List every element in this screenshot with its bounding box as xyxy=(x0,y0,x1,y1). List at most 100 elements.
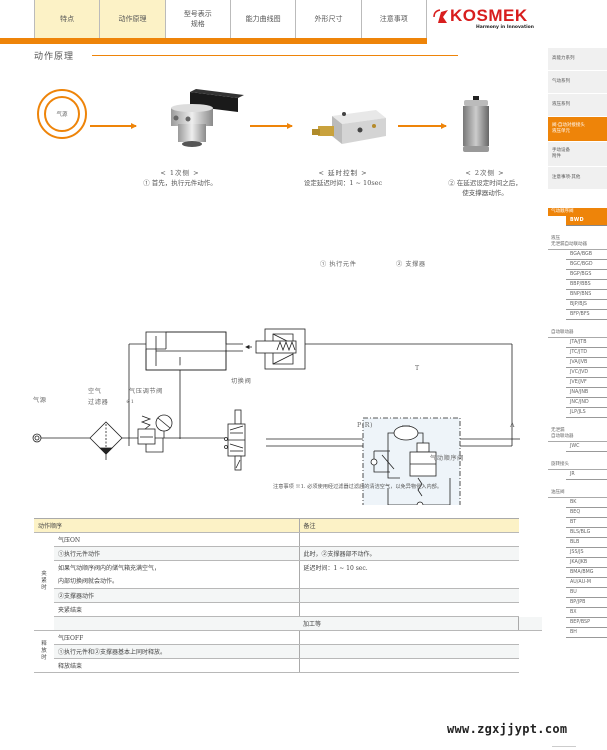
circuit-label-actuator: ① 执行元件 xyxy=(320,261,357,268)
sidebar-item-jka-jkb[interactable]: JKA/JKB xyxy=(566,558,607,568)
sidebar-item-jtc-jtd[interactable]: JTC/JTD xyxy=(566,348,607,358)
sidebar-group-label[interactable]: 旋转接头 xyxy=(548,462,607,470)
sidebar-category-hydraulic[interactable]: 液压系列 xyxy=(548,94,607,117)
sidebar-item-jta-jtb[interactable]: JTA/JTB xyxy=(566,338,607,348)
sidebar-item-jva-jvb[interactable]: JVA/JVB xyxy=(566,358,607,368)
logo-mark-icon xyxy=(433,9,448,23)
pneumatic-circuit-diagram: 气源 空气 过滤器 ※1 气压调节阀 切换阀 ① 执行元件 ② 支撑器 P(R)… xyxy=(30,240,550,522)
header-sequence: 动作顺序 xyxy=(34,518,299,533)
sidebar-item-bp-jpb[interactable]: BP/JPB xyxy=(566,598,607,608)
tab-model-spec[interactable]: 型号表示 规格 xyxy=(164,0,230,38)
switch-valve-symbol xyxy=(224,409,246,471)
caution-note: 注意事项 ※1. 必须使用经过滤器过滤后的清洁空气，以免异物侵入内部。 xyxy=(273,484,443,490)
sidebar-category-high-performance[interactable]: 高能力系列 xyxy=(548,48,607,71)
sidebar-item-bnp-bns[interactable]: BNP/BNS xyxy=(566,290,607,300)
cell-remark xyxy=(518,616,542,631)
sidebar-item-bu[interactable]: BU xyxy=(566,588,607,598)
sidebar-group-label[interactable]: 气动顺序阀 xyxy=(548,208,607,216)
table-row: 释 放 时 气压OFF xyxy=(34,630,542,673)
sidebar-item-bfp-bfs[interactable]: BFP/BFS xyxy=(566,310,607,320)
cell-remark xyxy=(298,658,519,673)
cell-remark: 此时，②支撑器部不动作。 xyxy=(298,546,519,561)
group-machining-label xyxy=(54,616,299,631)
support-product-image xyxy=(463,96,489,152)
sidebar-group-label[interactable]: 自动联动器 xyxy=(548,330,607,338)
circuit-label-tank: T xyxy=(415,365,420,372)
nav-accent-bar xyxy=(0,38,427,44)
sidebar-item-bjp-bjs[interactable]: BJP/BJS xyxy=(566,300,607,310)
tab-dimensions[interactable]: 外形尺寸 xyxy=(295,0,361,38)
sidebar-category-pneumatic[interactable]: 气动系列 xyxy=(548,71,607,94)
cell-remark xyxy=(298,644,519,659)
flow-arrow-3 xyxy=(398,123,447,128)
cell-action: 气压ON xyxy=(54,532,299,547)
circuit-label-regulator: 气压调节阀 xyxy=(129,388,163,395)
sidebar-group-label[interactable]: 液压 无泄漏自动联动器 xyxy=(548,236,607,250)
sidebar-category-cautions-other[interactable]: 注意事项·其他 xyxy=(548,167,607,190)
sidebar-item-bh[interactable]: BH xyxy=(566,628,607,638)
sidebar-item-jvc-jvd[interactable]: JVC/JVD xyxy=(566,368,607,378)
step-1-caption: < 1次侧 > ① 首先，执行元件动作。 xyxy=(120,168,240,188)
sidebar-item-jve-jvf[interactable]: JVE/JVF xyxy=(566,378,607,388)
action-sequence-table: 动作顺序 备注 夹 紧 时 气压ON ①执行元件动作 此时，②支撑器部不动作。 … xyxy=(34,518,542,673)
sidebar-group-label[interactable]: 无泄漏 自动联动器 xyxy=(548,428,607,442)
logo-tagline: Harmony in Innovation xyxy=(476,25,534,30)
cell-action: ①执行元件动作 xyxy=(54,546,299,561)
sidebar-item-bk[interactable]: BK xyxy=(566,498,607,508)
support-symbol xyxy=(245,328,306,370)
sidebar-item-bbp-bbs[interactable]: BBP/BBS xyxy=(566,280,607,290)
circuit-label-sequence-valve: 气动顺序阀 xyxy=(430,455,464,462)
circuit-label-port-a: A xyxy=(510,422,516,429)
actuator-cylinder-symbol xyxy=(145,331,243,371)
sidebar-group-label[interactable]: 油压阀 xyxy=(548,490,607,498)
sidebar-item-bga-bgb[interactable]: BGA/BGB xyxy=(566,250,607,260)
sidebar-item-jss-js[interactable]: JSS/JS xyxy=(566,548,607,558)
pressure-regulator-symbol xyxy=(137,414,173,453)
sequence-valve-symbol xyxy=(362,417,461,522)
tab-performance-curve[interactable]: 能力曲线图 xyxy=(229,0,296,38)
cell-action: 加工等 xyxy=(299,616,519,631)
step-3-text: ② 在延迟设定时间之后， 使支撑器动作。 xyxy=(448,179,522,197)
sidebar-item-bt[interactable]: BT xyxy=(566,518,607,528)
sidebar-item-bma-bmg[interactable]: BMA/BMG xyxy=(566,568,607,578)
sidebar-category-manual-accessories[interactable]: 手动设备 附件 xyxy=(548,142,607,167)
air-filter-symbol xyxy=(89,421,123,460)
top-nav: 特点 动作原理 型号表示 规格 能力曲线图 外形尺寸 注意事项 xyxy=(34,0,427,38)
sidebar-item-jr[interactable]: JR xyxy=(566,470,607,480)
step-1-text: ① 首先，执行元件动作。 xyxy=(143,179,217,187)
sidebar-item-bgp-bgs[interactable]: BGP/BGS xyxy=(566,270,607,280)
sidebar-item-blb[interactable]: BLB xyxy=(566,538,607,548)
logo-brand: KOSMEK xyxy=(450,6,528,25)
table-row: 夹 紧 时 气压ON xyxy=(34,532,542,631)
group-release-label: 释 放 时 xyxy=(34,630,54,673)
circuit-label-source: 气源 xyxy=(33,397,47,404)
step-2-text: 设定延迟时间：1 ~ 10sec xyxy=(303,179,383,187)
sidebar-item-bls-blg[interactable]: BLS/BLG xyxy=(566,528,607,538)
cell-remark xyxy=(298,630,519,645)
cell-remark xyxy=(298,588,519,603)
sidebar-item-jwc[interactable]: JWC xyxy=(566,442,607,452)
cell-action: 如果气动顺序阀内的储气箱充满空气， 内部切换阀就会动作。 xyxy=(54,560,299,589)
actuator-product-image xyxy=(171,89,244,147)
circuit-lines xyxy=(32,328,520,522)
sidebar-item-bgc-bgd[interactable]: BGC/BGD xyxy=(566,260,607,270)
sidebar-item-jnc-jnd[interactable]: JNC/JND xyxy=(566,398,607,408)
tab-features[interactable]: 特点 xyxy=(34,0,100,38)
sidebar-item-bx[interactable]: BX xyxy=(566,608,607,618)
tab-cautions[interactable]: 注意事项 xyxy=(360,0,427,38)
sidebar-item-beq[interactable]: BEQ xyxy=(566,508,607,518)
table-row: 如果气动顺序阀内的储气箱充满空气， 内部切换阀就会动作。 延迟时间：1 ~ 10… xyxy=(34,560,542,589)
sidebar-item-bep-bsp[interactable]: BEP/BSP xyxy=(566,618,607,628)
sidebar-item-bwd[interactable]: BWD xyxy=(566,216,607,226)
sidebar-item-jlp-jls[interactable]: JLP/JLS xyxy=(566,408,607,418)
watermark: www.zgxjjypt.com xyxy=(447,722,568,736)
table-row: ①执行元件和②支撑器基本上同时释放。 xyxy=(34,644,542,659)
kosmek-logo[interactable]: KOSMEK Harmony in Innovation xyxy=(432,4,602,34)
circuit-label-port-p: P(R) xyxy=(357,422,374,429)
sidebar-category-valves-couplers[interactable]: 阀·自动对接接头 液压单元 xyxy=(548,117,607,142)
circuit-label-filter-note: ※1 xyxy=(126,399,135,405)
sidebar-item-au-au-m[interactable]: AU/AU-M xyxy=(566,578,607,588)
tab-operating-principle[interactable]: 动作原理 xyxy=(99,0,165,38)
sidebar-item-jna-jnb[interactable]: JNA/JNB xyxy=(566,388,607,398)
